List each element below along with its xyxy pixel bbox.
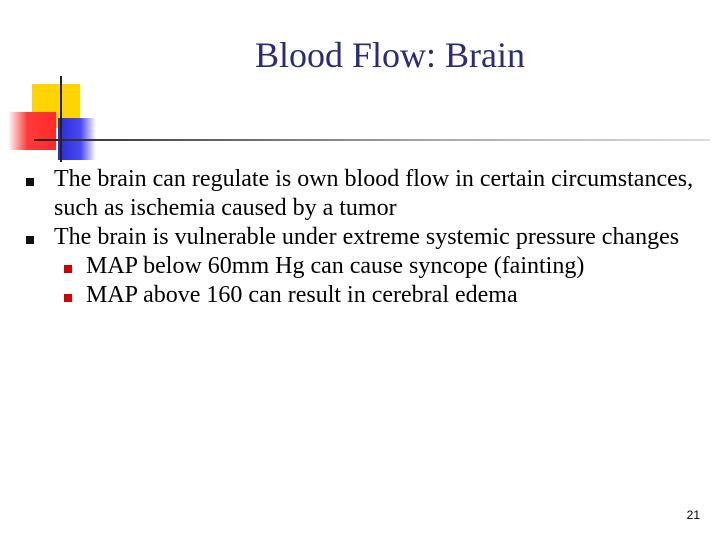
- sub-bullet-text: MAP below 60mm Hg can cause syncope (fai…: [86, 253, 585, 279]
- red-square-bullet-icon: [64, 265, 72, 273]
- square-bullet-icon: [26, 236, 34, 244]
- sub-bullet-item: MAP above 160 can result in cerebral ede…: [24, 281, 704, 310]
- sub-bullet-text: MAP above 160 can result in cerebral ede…: [86, 282, 518, 308]
- slide-title: Blood Flow: Brain: [254, 35, 526, 75]
- bullet-item: The brain is vulnerable under extreme sy…: [24, 223, 704, 252]
- square-bullet-icon: [26, 178, 34, 186]
- red-block: [8, 112, 56, 150]
- sub-bullet-item: MAP below 60mm Hg can cause syncope (fai…: [24, 252, 704, 281]
- page-number: 21: [686, 508, 700, 522]
- bullet-text: The brain can regulate is own blood flow…: [54, 166, 694, 221]
- bullet-text: The brain is vulnerable under extreme sy…: [54, 224, 680, 250]
- slide-body: The brain can regulate is own blood flow…: [24, 165, 704, 310]
- red-square-bullet-icon: [64, 294, 72, 302]
- vertical-rule: [60, 76, 62, 162]
- bullet-item: The brain can regulate is own blood flow…: [24, 165, 704, 223]
- horizontal-rule: [34, 139, 710, 141]
- slide-decoration: [0, 70, 720, 170]
